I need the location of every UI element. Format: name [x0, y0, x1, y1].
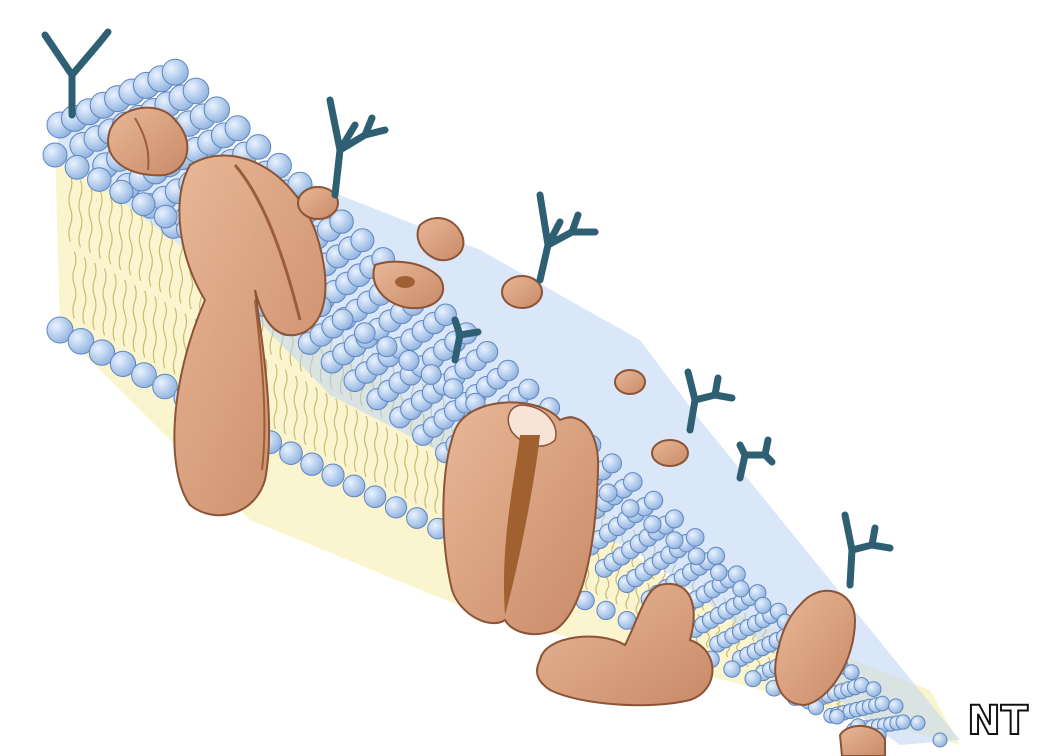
phospholipid-head: [745, 671, 761, 687]
phospholipid-head: [301, 453, 323, 475]
phospholipid-head: [665, 510, 683, 528]
phospholipid-head: [686, 529, 704, 547]
phospholipid-head: [132, 193, 155, 216]
phospholipid-head: [728, 566, 745, 583]
phospholipid-head: [88, 168, 112, 192]
phospholipid-head: [399, 351, 419, 371]
phospholipid-head: [343, 475, 365, 497]
phospholipid-head: [385, 497, 406, 518]
phospholipid-head: [624, 473, 643, 492]
phospholipid-head: [599, 484, 617, 502]
phospholipid-head: [225, 116, 250, 141]
phospholipid-head: [351, 229, 374, 252]
phospholipid-head: [421, 365, 441, 385]
phospholipid-head: [477, 342, 498, 363]
phospholipid-head: [896, 715, 910, 729]
phospholipid-head: [407, 508, 428, 529]
phospholipid-head: [830, 709, 845, 724]
phospholipid-head: [204, 97, 229, 122]
phospholipid-head: [889, 699, 903, 713]
phospholipid-head: [911, 716, 925, 730]
phospholipid-head: [154, 205, 177, 228]
phospholipid-head: [707, 547, 724, 564]
phospholipid-head: [332, 309, 353, 330]
phospholipid-head: [875, 696, 890, 711]
phospholipid-head: [246, 135, 271, 160]
phospholipid-head: [355, 323, 376, 344]
phospholipid-head: [724, 661, 740, 677]
phospholipid-head: [733, 581, 749, 597]
phospholipid-head: [162, 59, 188, 85]
phospholipid-head: [43, 143, 67, 167]
phospholipid-head: [688, 548, 705, 565]
phospholipid-head: [110, 180, 133, 203]
phospholipid-head: [183, 78, 209, 104]
phospholipid-head: [933, 733, 947, 747]
phospholipid-head: [280, 442, 303, 465]
phospholipid-head: [444, 379, 464, 399]
phospholipid-head: [645, 491, 663, 509]
watermark: NT: [967, 698, 1028, 744]
phospholipid-head: [377, 337, 397, 357]
phospholipid-head: [711, 564, 727, 580]
phospholipid-head: [498, 360, 519, 381]
phospholipid-head: [622, 500, 639, 517]
phospholipid-head: [644, 516, 661, 533]
phospholipid-head: [364, 486, 386, 508]
phospholipid-head: [153, 374, 178, 399]
phospholipid-head: [603, 454, 622, 473]
phospholipid-head: [666, 532, 683, 549]
phospholipid-head: [597, 601, 615, 619]
phospholipid-head: [322, 464, 344, 486]
phospholipid-head: [65, 155, 89, 179]
phospholipid-head: [844, 665, 859, 680]
phospholipid-head: [519, 379, 539, 399]
channel-protein-icon: [443, 402, 598, 634]
phospholipid-head: [755, 597, 771, 613]
phospholipid-head: [866, 682, 881, 697]
